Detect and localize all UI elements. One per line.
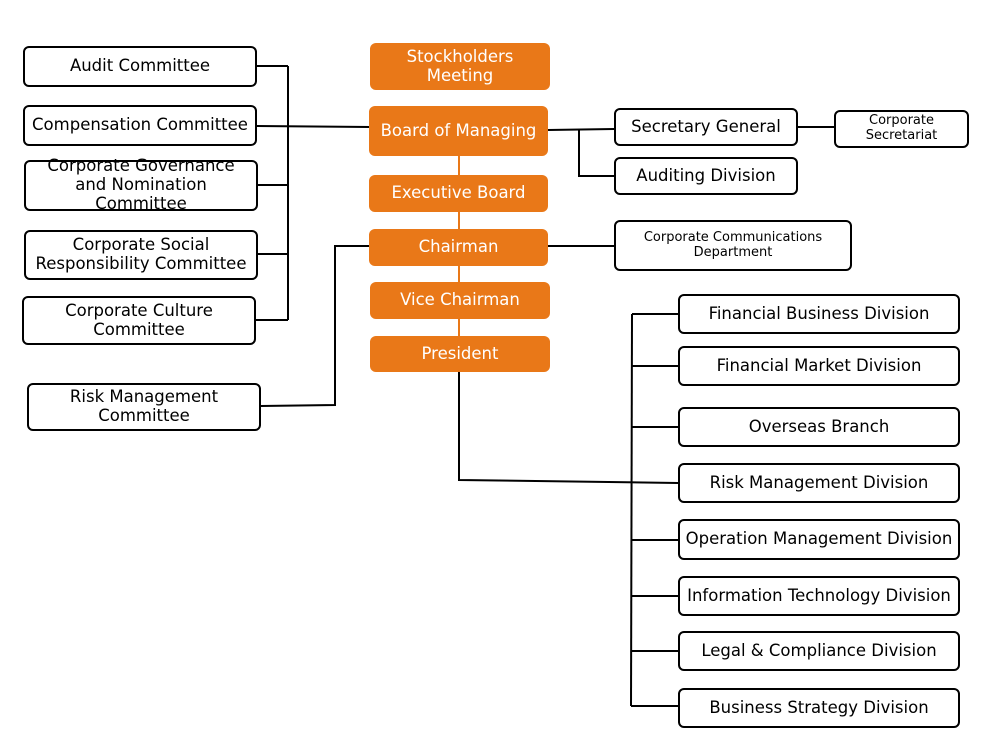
compensation-committee-label: Compensation Committee: [32, 115, 248, 135]
division-box: Information Technology Division: [678, 576, 960, 616]
csr-committee-box: Corporate Social Responsibility Committe…: [24, 230, 258, 280]
division-box: Financial Market Division: [678, 346, 960, 386]
csr-committee-label: Corporate Social Responsibility Committe…: [35, 235, 247, 273]
auditing-division-label: Auditing Division: [636, 165, 776, 185]
risk-committee-link: [260, 245, 370, 407]
compensation-committee-box: Compensation Committee: [23, 105, 257, 146]
culture-committee-box: Corporate Culture Committee: [22, 296, 256, 345]
president-box: President: [370, 336, 550, 372]
division-label: Business Strategy Division: [709, 697, 929, 717]
division-label: Overseas Branch: [748, 416, 890, 436]
executive-board-box: Executive Board: [369, 175, 548, 212]
board-of-managing-label: Board of Managing: [380, 120, 537, 140]
president-label: President: [421, 343, 499, 363]
risk-committee-label: Risk Management Committee: [69, 387, 219, 425]
corporate-communications-box: Corporate Communications Department: [614, 220, 852, 271]
vice-chairman-box: Vice Chairman: [370, 282, 550, 319]
division-box: Business Strategy Division: [678, 688, 960, 728]
division-box: Overseas Branch: [678, 407, 960, 447]
division-label: Financial Market Division: [716, 355, 922, 375]
secretary-general-box: Secretary General: [614, 108, 798, 146]
division-box: Legal & Compliance Division: [678, 631, 960, 671]
division-box: Operation Management Division: [678, 519, 960, 560]
audit-committee-label: Audit Committee: [69, 56, 211, 76]
stockholders-meeting-box: Stockholders Meeting: [370, 43, 550, 90]
division-label: Risk Management Division: [709, 472, 929, 492]
corporate-communications-label: Corporate Communications Department: [643, 229, 823, 260]
board-of-managing-box: Board of Managing: [369, 106, 548, 156]
division-box: Financial Business Division: [678, 294, 960, 334]
president-link-divisions: [458, 372, 679, 484]
culture-committee-label: Corporate Culture Committee: [65, 300, 213, 339]
corporate-secretariat-label: Corporate Secretariat: [865, 113, 938, 143]
risk-committee-box: Risk Management Committee: [27, 383, 261, 431]
division-bracket-vertical: [630, 313, 633, 707]
chairman-label: Chairman: [418, 237, 499, 257]
governance-committee-box: Corporate Governance and Nomination Comm…: [24, 156, 258, 213]
board-link-auditing: [578, 130, 614, 177]
division-box: Risk Management Division: [678, 463, 960, 503]
division-label: Operation Management Division: [685, 529, 953, 549]
audit-committee-box: Audit Committee: [23, 46, 257, 87]
division-label: Legal & Compliance Division: [701, 640, 937, 660]
vice-chairman-label: Vice Chairman: [400, 290, 520, 310]
governance-committee-label: Corporate Governance and Nomination Comm…: [47, 156, 235, 213]
corporate-secretariat-box: Corporate Secretariat: [834, 110, 969, 148]
chairman-box: Chairman: [369, 229, 548, 266]
secretary-general-label: Secretary General: [631, 116, 781, 136]
board-link-secretary: [547, 128, 615, 131]
committee-link-compensation: [256, 125, 371, 128]
stockholders-meeting-label: Stockholders Meeting: [406, 46, 514, 85]
auditing-division-box: Auditing Division: [614, 157, 798, 195]
division-label: Financial Business Division: [708, 303, 930, 323]
division-label: Information Technology Division: [687, 585, 951, 605]
executive-board-label: Executive Board: [391, 183, 526, 203]
